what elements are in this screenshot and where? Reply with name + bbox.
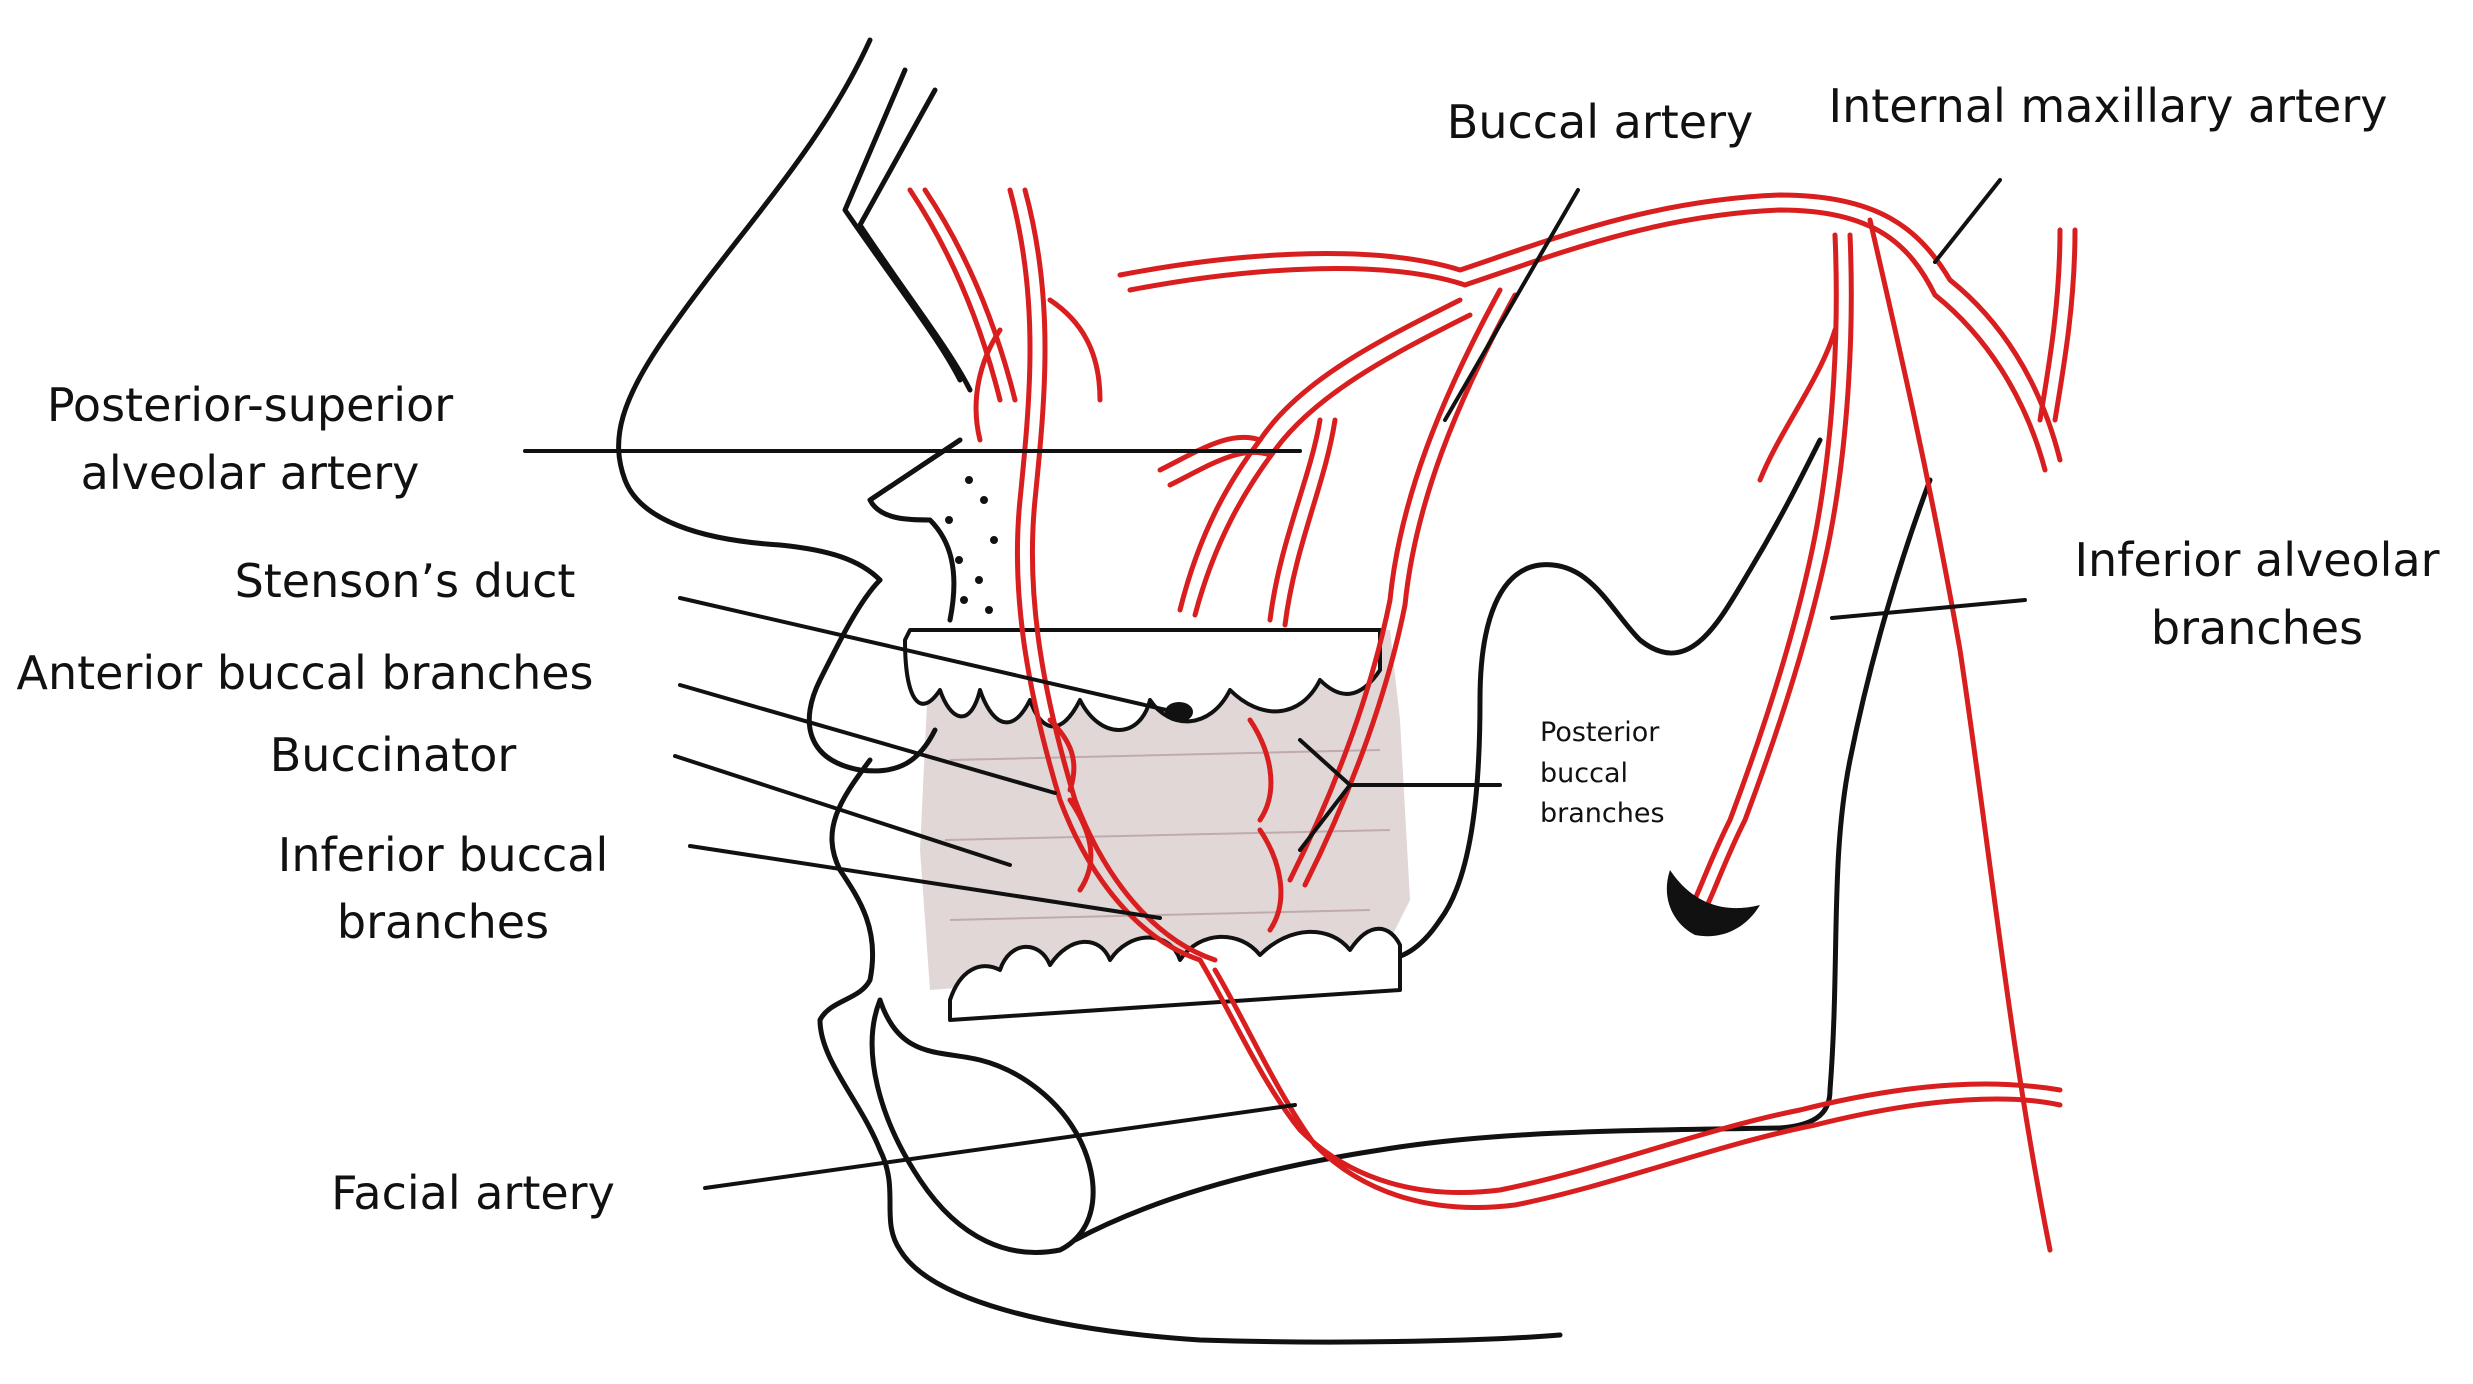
label-posterior-buccal-line2: buccal bbox=[1540, 758, 1628, 789]
label-anterior-buccal: Anterior buccal branches bbox=[16, 646, 593, 700]
arteries bbox=[907, 187, 2078, 1253]
label-stensons-duct: Stenson’s duct bbox=[235, 554, 576, 608]
label-internal-maxillary: Internal maxillary artery bbox=[1829, 79, 2388, 133]
label-facial-artery: Facial artery bbox=[331, 1166, 615, 1220]
label-posterior-superior-line1: Posterior-superior bbox=[47, 378, 453, 432]
labels: Posterior-superior alveolar artery Stens… bbox=[16, 79, 2439, 1220]
mandibular-foramen bbox=[1666, 870, 1760, 937]
buccal-artery bbox=[1287, 287, 1503, 883]
posterior-superior-alveolar-artery bbox=[1177, 297, 1463, 613]
label-inferior-buccal-line1: Inferior buccal bbox=[278, 828, 609, 882]
label-posterior-buccal-line3: branches bbox=[1540, 798, 1665, 829]
label-posterior-superior-line2: alveolar artery bbox=[81, 446, 420, 500]
facial-artery bbox=[1197, 957, 2063, 1195]
label-inferior-buccal-line2: branches bbox=[337, 895, 549, 949]
label-inferior-alveolar-line1: Inferior alveolar bbox=[2074, 533, 2439, 587]
label-buccal-artery: Buccal artery bbox=[1447, 95, 1753, 149]
label-posterior-buccal-line1: Posterior bbox=[1540, 717, 1660, 748]
inferior-alveolar-artery bbox=[1687, 232, 1839, 913]
label-buccinator: Buccinator bbox=[270, 728, 517, 782]
internal-maxillary-artery bbox=[1117, 192, 2063, 463]
label-inferior-alveolar-line2: branches bbox=[2151, 601, 2363, 655]
leader-lines bbox=[523, 178, 2027, 1190]
